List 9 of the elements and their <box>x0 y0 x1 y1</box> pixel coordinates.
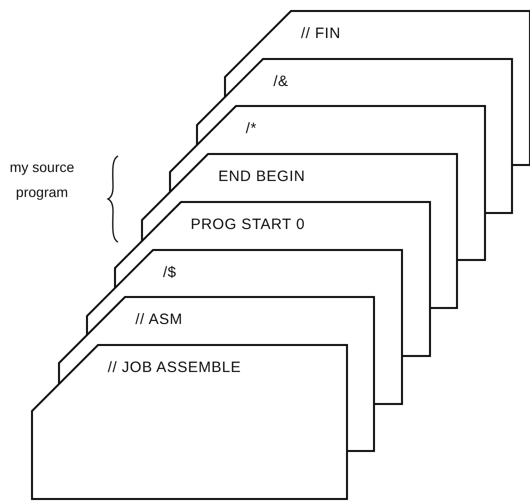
card-text: // JOB ASSEMBLE <box>108 358 242 376</box>
card-text: /& <box>273 72 289 90</box>
card-text: // FIN <box>301 25 341 42</box>
card-text: /* <box>246 120 257 138</box>
card-text: PROG START 0 <box>190 216 305 233</box>
card-text: END BEGIN <box>218 168 306 186</box>
annotation-text: my source program <box>8 158 76 202</box>
card-text: /$ <box>163 264 177 280</box>
card-text: // ASM <box>135 311 183 328</box>
